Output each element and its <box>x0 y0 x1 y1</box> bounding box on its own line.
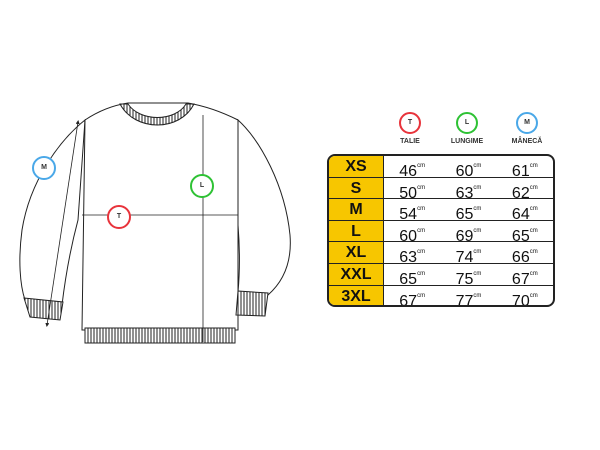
sweater-illustration <box>19 102 291 344</box>
legend-label: LUNGIME <box>450 138 484 145</box>
value: 70 <box>511 292 530 307</box>
legend-lungime: L LUNGIME <box>437 112 497 145</box>
size-cell: M <box>329 199 384 220</box>
value: 61 <box>511 163 530 180</box>
measurement-cell: 64cm <box>497 199 553 224</box>
value: 67 <box>399 292 418 307</box>
unit: cm <box>473 184 482 191</box>
value: 64 <box>511 206 530 224</box>
unit: cm <box>473 249 482 256</box>
unit: cm <box>529 184 538 191</box>
size-cell: XL <box>329 242 384 263</box>
unit: cm <box>529 227 538 234</box>
unit: cm <box>417 249 426 256</box>
value: 67 <box>511 270 530 288</box>
value: 75 <box>455 270 474 288</box>
lungime-circle-icon: L <box>456 112 478 134</box>
size-cell: XS <box>329 156 384 177</box>
length-marker: L <box>190 174 214 198</box>
unit: cm <box>473 227 482 234</box>
legend-label: MÂNECĂ <box>511 138 543 145</box>
measurement-cell: 65cm <box>497 221 553 245</box>
measurement-cell: 62cm <box>497 178 553 202</box>
unit: cm <box>417 163 426 169</box>
measurement-cell: 50cm <box>384 178 440 202</box>
measurement-cell: 74cm <box>440 242 496 267</box>
unit: cm <box>417 206 426 213</box>
unit: cm <box>529 163 538 169</box>
value: 62 <box>511 184 530 202</box>
value: 66 <box>511 249 530 267</box>
value: 60 <box>455 163 474 180</box>
unit: cm <box>417 184 426 191</box>
legend-talie: T TALIE <box>380 112 440 145</box>
measurement-cell: 69cm <box>440 221 496 245</box>
value: 77 <box>455 292 474 307</box>
unit: cm <box>529 249 538 256</box>
sleeve-marker: M <box>32 156 56 180</box>
measurement-cell: 63cm <box>440 178 496 202</box>
size-cell: L <box>329 220 384 242</box>
unit: cm <box>473 292 482 299</box>
unit: cm <box>473 163 482 169</box>
measurement-cell: 67cm <box>384 286 440 307</box>
value: 60 <box>399 227 418 245</box>
waist-marker: T <box>107 205 131 229</box>
measurement-cell: 65cm <box>440 199 496 224</box>
unit: cm <box>529 270 538 277</box>
value: 65 <box>399 270 418 288</box>
value: 69 <box>455 227 474 245</box>
unit: cm <box>473 206 482 213</box>
unit: cm <box>417 270 426 277</box>
value: 74 <box>455 249 474 267</box>
measurement-cell: 46cm <box>384 156 440 180</box>
size-cell: S <box>329 177 384 199</box>
measurement-cell: 75cm <box>440 264 496 288</box>
unit: cm <box>417 227 426 234</box>
measurement-cell: 54cm <box>384 199 440 224</box>
measurement-cell: 60cm <box>440 156 496 180</box>
legend-label: TALIE <box>400 138 420 145</box>
unit: cm <box>529 292 538 299</box>
value: 63 <box>399 249 418 267</box>
unit: cm <box>529 206 538 213</box>
size-cell: XXL <box>329 263 384 285</box>
measurement-cell: 60cm <box>384 221 440 245</box>
value: 54 <box>399 206 418 224</box>
value: 65 <box>455 206 474 224</box>
measurement-cell: 65cm <box>384 264 440 288</box>
unit: cm <box>473 270 482 277</box>
value: 65 <box>511 227 530 245</box>
legend-maneca: M MÂNECĂ <box>497 112 557 145</box>
size-cell: 3XL <box>329 285 384 305</box>
maneca-circle-icon: M <box>516 112 538 134</box>
measurement-cell: 61cm <box>497 156 553 180</box>
talie-circle-icon: T <box>399 112 421 134</box>
value: 63 <box>455 184 474 202</box>
value: 46 <box>399 163 418 180</box>
measurement-cell: 70cm <box>497 286 553 307</box>
measurement-cell: 77cm <box>440 286 496 307</box>
measurement-cell: 67cm <box>497 264 553 288</box>
value: 50 <box>399 184 418 202</box>
measurement-cell: 66cm <box>497 242 553 267</box>
unit: cm <box>417 292 426 299</box>
measurement-cell: 63cm <box>384 242 440 267</box>
